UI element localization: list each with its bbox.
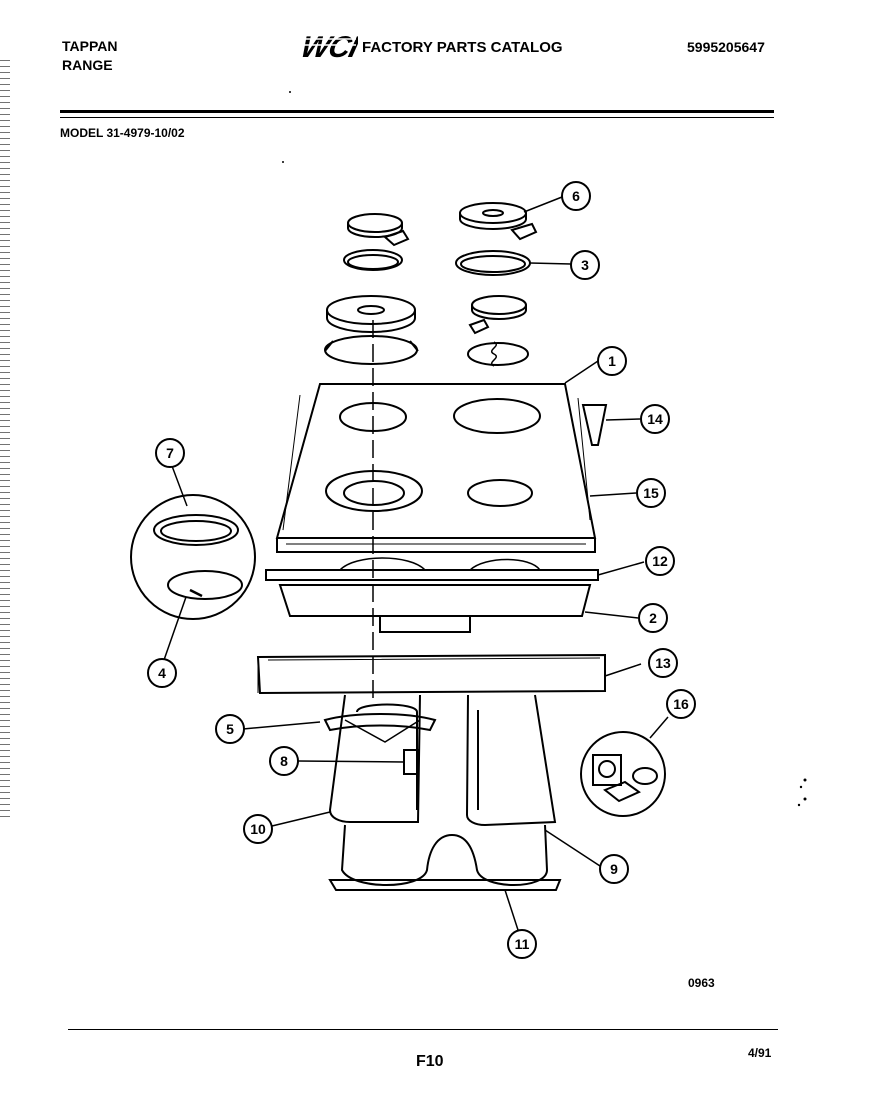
- brand-name: TAPPAN: [62, 38, 118, 54]
- page-label: F10: [416, 1053, 444, 1070]
- side-bracket: [581, 404, 608, 446]
- callout-6: 6: [561, 181, 591, 211]
- svg-text:2: 2: [649, 610, 657, 626]
- header-rule: [60, 110, 774, 113]
- revision-date: 4/91: [748, 1046, 772, 1060]
- burner-box: [278, 584, 592, 633]
- burner-tubes: [328, 694, 557, 886]
- callout-8: 8: [269, 746, 299, 776]
- svg-text:7: 7: [166, 445, 174, 461]
- callout-5: 5: [215, 714, 245, 744]
- callout-15: 15: [636, 478, 666, 508]
- svg-text:13: 13: [655, 655, 671, 671]
- svg-text:6: 6: [572, 188, 580, 204]
- svg-text:10: 10: [250, 821, 266, 837]
- callout-12: 12: [645, 546, 675, 576]
- callout-13: 13: [648, 648, 678, 678]
- footer-rule: [68, 1029, 778, 1030]
- front-trim-strip: [265, 557, 599, 581]
- svg-text:4: 4: [158, 665, 166, 681]
- callout-9: 9: [599, 854, 629, 884]
- detail-circle: [130, 494, 256, 620]
- brand-block: TAPPAN RANGE: [62, 37, 117, 75]
- catalog-title: FACTORY PARTS CATALOG: [362, 39, 563, 56]
- burner-cap-small-left: [347, 213, 410, 247]
- burner-ring-top-right: [455, 250, 531, 276]
- header-rule-thin: [60, 117, 774, 118]
- manifold-panel: [256, 653, 606, 695]
- burner-cap-top-right: [459, 202, 538, 241]
- burner-support-bracket: [328, 879, 562, 891]
- svg-text:1: 1: [608, 353, 616, 369]
- callout-1: 1: [597, 346, 627, 376]
- catalog-part-number: 5995205647: [687, 39, 765, 55]
- burner-ring-small-left: [343, 249, 403, 271]
- callout-7: 7: [155, 438, 185, 468]
- wci-logo: WCI: [298, 30, 358, 62]
- scan-edge-marks: [0, 60, 10, 820]
- svg-text:WCI: WCI: [298, 30, 358, 62]
- burner-cap-medium-right: [466, 295, 530, 367]
- svg-text:12: 12: [652, 553, 668, 569]
- callout-11: 11: [507, 929, 537, 959]
- svg-text:11: 11: [515, 936, 530, 952]
- svg-text:9: 9: [610, 861, 618, 877]
- svg-text:14: 14: [647, 411, 663, 427]
- callout-2: 2: [638, 603, 668, 633]
- scan-specks: [282, 91, 807, 807]
- callout-10: 10: [243, 814, 273, 844]
- svg-text:16: 16: [673, 696, 689, 712]
- model-number: MODEL 31-4979-10/02: [60, 126, 185, 140]
- callout-4: 4: [147, 658, 177, 688]
- burner-cap-large-left: [323, 295, 419, 365]
- accessory-kit: [580, 731, 666, 817]
- callout-16: 16: [666, 689, 696, 719]
- svg-text:8: 8: [280, 753, 288, 769]
- cooktop-panel: [275, 383, 597, 553]
- drawing-code: 0963: [688, 976, 715, 990]
- svg-text:15: 15: [643, 485, 659, 501]
- product-type: RANGE: [62, 57, 113, 73]
- callout-14: 14: [640, 404, 670, 434]
- callout-3: 3: [570, 250, 600, 280]
- svg-text:5: 5: [226, 721, 234, 737]
- callout-labels: 1 2 3 4 5 6 7 8 9 10 11 12 13 14 15 16: [147, 181, 696, 959]
- callout-leaders: [163, 196, 669, 931]
- svg-text:3: 3: [581, 257, 589, 273]
